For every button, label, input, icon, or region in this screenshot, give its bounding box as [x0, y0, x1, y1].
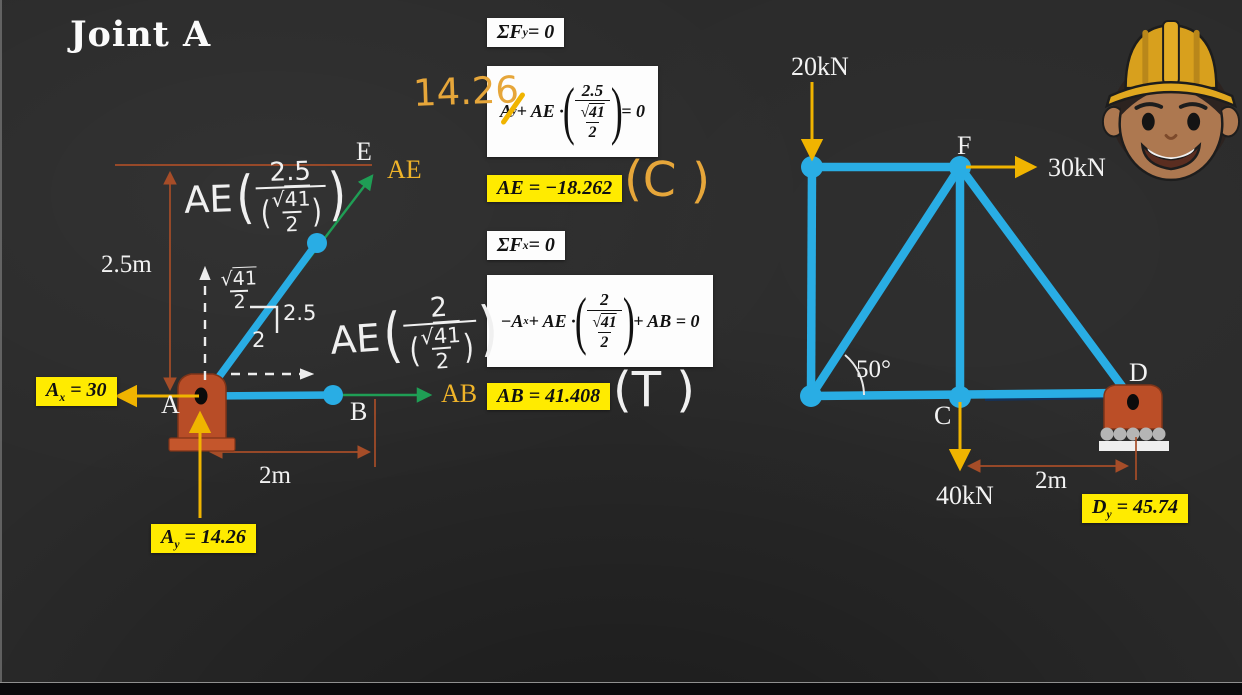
result-ab: AB = 41.408 [487, 383, 611, 410]
fbd-force-ab-label: AB [441, 379, 478, 408]
handwritten-ae-x-expression: AE ( 2 ( √41 2 ) ) [328, 291, 500, 376]
right-angle-mark [250, 305, 279, 333]
roller-support-icon [1099, 384, 1169, 451]
handwritten-ae-y-expression: AE ( 2.5 ( √41 2 ) ) [183, 156, 348, 237]
reaction-ax-box: Ax = 30 [36, 377, 117, 406]
reaction-ay-box: Ay = 14.26 [151, 524, 256, 553]
hardhat-ridge [1162, 20, 1180, 86]
handwritten-slope-hypotenuse: √41 2 [220, 267, 258, 314]
truss-node-c-label: C [934, 401, 952, 430]
handwritten-ay-value: 14.26 [412, 68, 520, 115]
left-eyebrow [1134, 102, 1164, 110]
fbd-height-dim-label: 2.5m [101, 251, 152, 278]
page-title: Joint A [70, 14, 212, 55]
result-ae: AE = −18.262 [487, 175, 623, 202]
handwritten-slope-run: 2 [252, 328, 266, 352]
window-edge [0, 0, 2, 695]
reaction-dy-box: Dy = 45.74 [1082, 494, 1189, 523]
nose [1164, 134, 1178, 140]
fbd-node [307, 233, 327, 253]
left-eye [1141, 112, 1155, 131]
fbd-node-a-label: A [161, 390, 180, 419]
fbd-reaction-arrows [114, 384, 212, 518]
truss-dimension-lines [966, 437, 1137, 480]
hardhat-brim [1104, 80, 1238, 109]
truss-nodes [800, 156, 971, 408]
fbd-dimension-lines [115, 164, 376, 467]
truss-load-arrows [800, 82, 1038, 472]
handwritten-compression-mark: (C ) [623, 150, 712, 210]
fbd-node-b-label: B [350, 397, 368, 426]
fbd-component-dashed-arrows [199, 265, 315, 380]
bottom-bar [0, 682, 1242, 695]
mouth [1140, 142, 1202, 171]
fbd-width-dim-label: 2m [259, 462, 291, 489]
construction-worker-avatar [1101, 20, 1241, 182]
truss-dim-label: 2m [1035, 467, 1067, 494]
teeth [1147, 148, 1195, 160]
fbd-node [323, 385, 343, 405]
right-eye [1187, 112, 1201, 131]
truss-load-30kn-label: 30kN [1048, 153, 1106, 182]
fbd-members [201, 233, 343, 405]
handwritten-slope-rise: 2.5 [283, 301, 317, 325]
fbd-force-ae-label: AE [387, 155, 422, 184]
truss-load-40kn-label: 40kN [936, 481, 994, 510]
fbd-node-e-label: E [356, 137, 372, 166]
handwritten-tension-mark: (T ) [613, 362, 696, 418]
right-eyebrow [1178, 102, 1208, 110]
angle-arc [844, 354, 865, 396]
truss-angle-label: 50° [856, 356, 891, 383]
truss-load-20kn-label: 20kN [791, 52, 849, 81]
truss-node-f-label: F [957, 131, 972, 160]
truss-node-d-label: D [1129, 358, 1148, 387]
